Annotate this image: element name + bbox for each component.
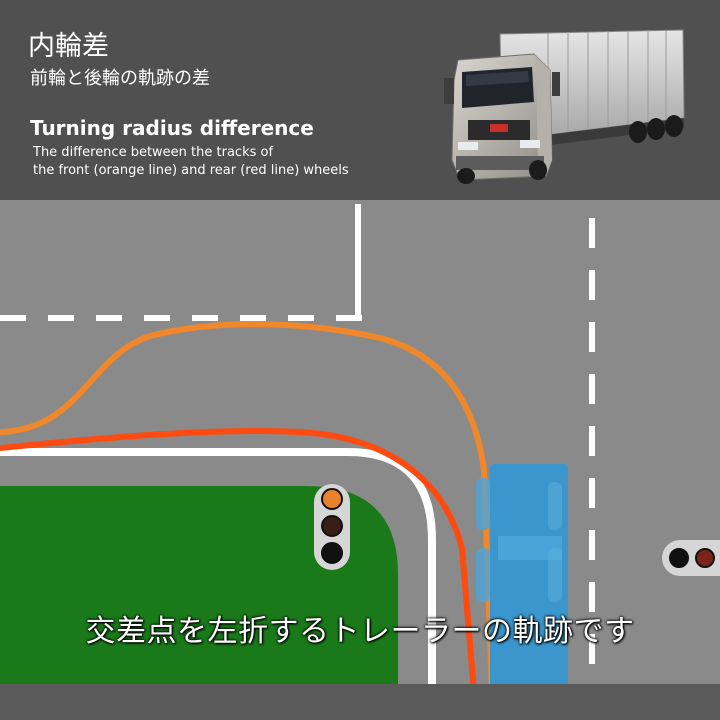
front-wheel-track xyxy=(0,321,495,695)
signal-lamp-top xyxy=(321,488,343,510)
signal-lamp-left xyxy=(669,548,689,568)
signal-lamp-bottom xyxy=(321,542,343,564)
description-en-line2: the front (orange line) and rear (red li… xyxy=(33,163,349,178)
title-jp: 内輪差 xyxy=(28,31,109,62)
lane-markings xyxy=(0,204,595,690)
trailer-top-view xyxy=(476,464,568,694)
signal-lamp-middle xyxy=(321,515,343,537)
curb-edge-line xyxy=(0,448,436,690)
grass-corner xyxy=(0,486,398,684)
title-en: Turning radius difference xyxy=(30,116,314,140)
header-panel: 内輪差 前輪と後輪の軌跡の差 Turning radius difference… xyxy=(0,0,720,200)
subtitle-jp: 前輪と後輪の軌跡の差 xyxy=(30,68,210,89)
semi-truck-photo-icon xyxy=(444,29,685,184)
description-en-line1: The difference between the tracks of xyxy=(33,145,274,160)
signal-lamp-center xyxy=(695,548,715,568)
bottom-band xyxy=(0,684,720,720)
intersection-diagram xyxy=(0,200,720,720)
rear-wheel-track xyxy=(0,427,477,695)
right-traffic-light xyxy=(662,540,720,576)
caption-subtitle: 交差点を左折するトレーラーの軌跡です xyxy=(85,614,635,649)
corner-traffic-light xyxy=(314,484,350,570)
